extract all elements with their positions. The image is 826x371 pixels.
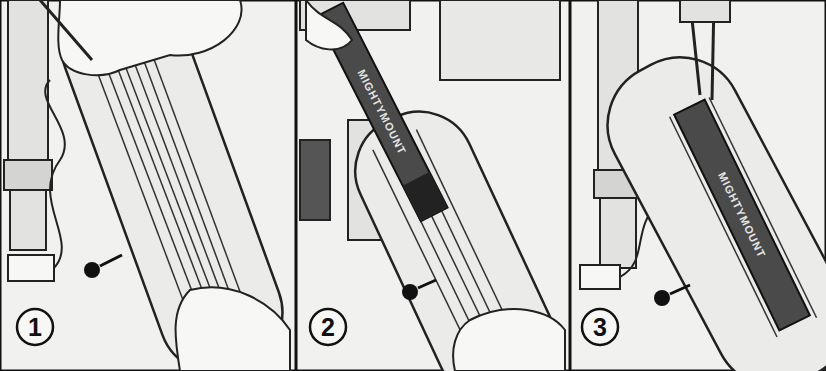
hand-bottom [453, 309, 565, 371]
mounting-tool [670, 98, 817, 337]
stand-pole [8, 0, 48, 160]
stand-clamp [4, 160, 52, 190]
panel-1-art [4, 0, 299, 371]
knob [402, 284, 418, 300]
knob [654, 290, 670, 306]
panel-2-art [300, 0, 573, 371]
stand-pole [10, 190, 46, 250]
stand-pole [600, 198, 636, 268]
connector-box [8, 255, 54, 281]
hand-bottom [176, 287, 290, 371]
hand-top [306, 0, 352, 49]
knob-stem [670, 285, 690, 294]
cord [45, 80, 65, 268]
tube [45, 0, 298, 371]
knob-stem [418, 280, 436, 288]
knob [84, 262, 100, 278]
connector-box [580, 265, 620, 289]
panel-divider [295, 0, 298, 371]
panel-3-art [580, 0, 826, 371]
tool-handle [40, 0, 92, 60]
tube [586, 36, 826, 371]
callout-number: 2 [308, 307, 348, 347]
callout-circle: 2 [308, 307, 348, 347]
stand-base [300, 140, 330, 220]
panel-divider [569, 0, 572, 371]
tube [337, 94, 573, 371]
callout-number: 3 [580, 307, 620, 347]
callout-circle: 3 [580, 307, 620, 347]
knob-stem [100, 255, 122, 266]
hand-top [680, 0, 730, 22]
hand-top [58, 0, 241, 75]
paper-sheet [440, 0, 560, 80]
callout-circle: 1 [15, 307, 55, 347]
callout-number: 1 [15, 307, 55, 347]
